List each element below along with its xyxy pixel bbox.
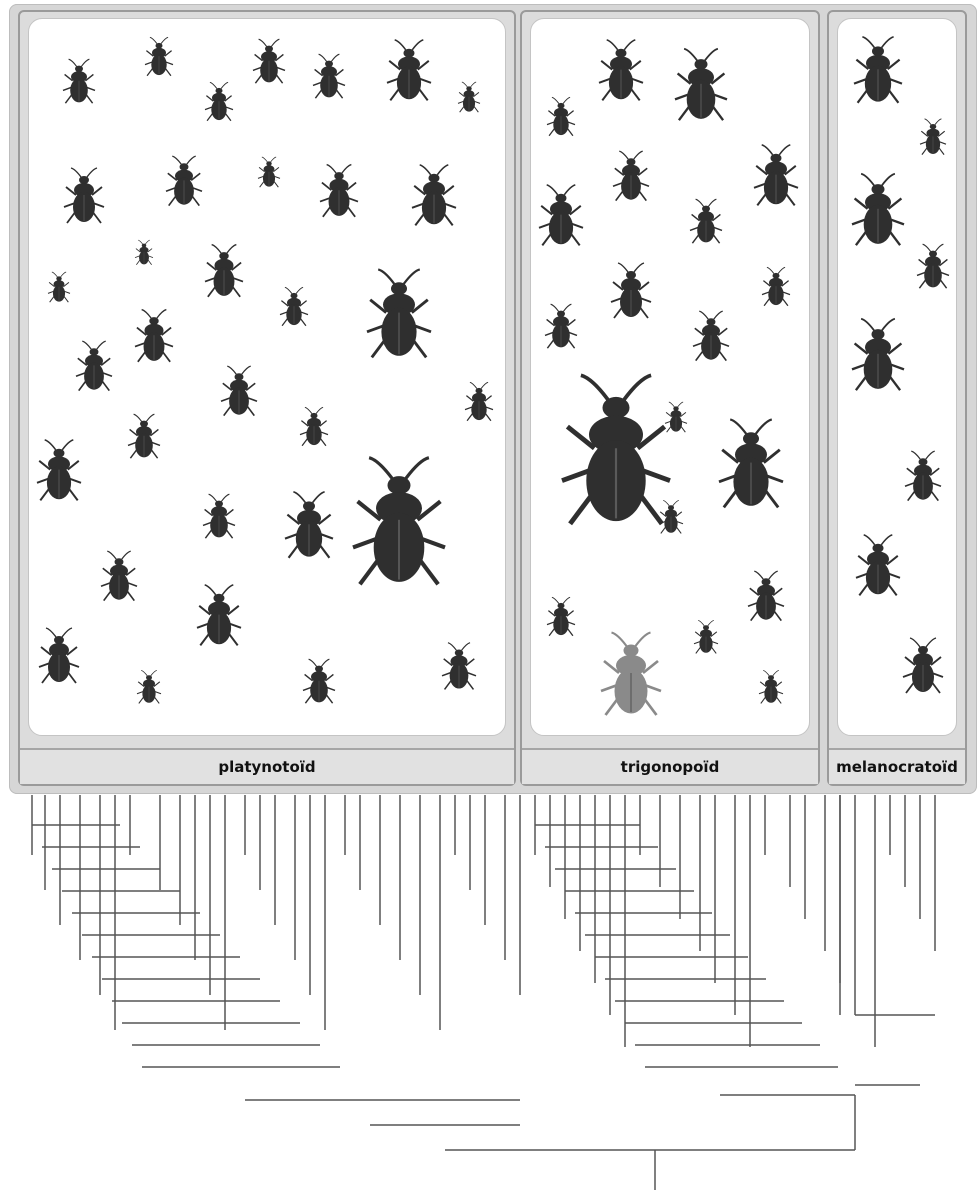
beetle-icon bbox=[854, 37, 902, 103]
beetle-icon bbox=[613, 151, 649, 201]
clade-frame: platynotoïd trigonopoïd melanocratoïd bbox=[9, 4, 977, 794]
beetle-icon bbox=[545, 304, 577, 348]
beetle-icon bbox=[285, 492, 333, 558]
beetle-icon bbox=[903, 638, 943, 693]
beetle-icon bbox=[412, 165, 456, 226]
beetle-icon bbox=[76, 341, 112, 391]
beetle-icon bbox=[353, 458, 445, 585]
beetle-icon bbox=[611, 263, 651, 318]
trigonopoid-label: trigonopoïd bbox=[522, 748, 818, 784]
beetle-icon bbox=[128, 414, 160, 458]
beetle-icon bbox=[675, 49, 727, 121]
beetle-icon bbox=[762, 267, 790, 306]
beetle-icon bbox=[599, 40, 643, 101]
beetle-icon bbox=[253, 39, 285, 83]
trigonopoid-panel: trigonopoïd bbox=[520, 10, 820, 786]
beetle-icon bbox=[258, 157, 280, 187]
beetle-icon bbox=[137, 670, 161, 703]
beetle-icon bbox=[547, 97, 575, 136]
beetle-icon bbox=[856, 535, 900, 596]
beetle-icon bbox=[920, 119, 946, 155]
platynotoid-beetle-images bbox=[29, 19, 509, 739]
platynotoid-panel: platynotoïd bbox=[18, 10, 516, 786]
platynotoid-specimens bbox=[28, 18, 506, 736]
beetle-icon bbox=[221, 366, 257, 416]
beetle-icon bbox=[205, 245, 243, 297]
beetle-icon bbox=[367, 269, 431, 357]
platynotoid-label: platynotoïd bbox=[20, 748, 514, 784]
beetle-icon bbox=[694, 620, 718, 653]
beetle-icon bbox=[852, 174, 904, 246]
beetle-icon bbox=[465, 382, 493, 421]
beetle-icon bbox=[197, 585, 241, 646]
beetle-icon bbox=[64, 168, 104, 223]
beetle-icon bbox=[300, 407, 328, 446]
beetle-icon bbox=[39, 628, 79, 683]
beetle-icon bbox=[539, 185, 583, 246]
beetle-icon bbox=[313, 54, 345, 98]
beetle-icon bbox=[63, 59, 95, 103]
beetle-icon bbox=[748, 571, 784, 621]
melanocratoid-specimens bbox=[837, 18, 957, 736]
beetle-icon bbox=[562, 375, 670, 524]
melanocratoid-label: melanocratoïd bbox=[829, 748, 965, 784]
beetle-icon bbox=[205, 82, 233, 121]
beetle-icon bbox=[442, 643, 476, 690]
beetle-icon bbox=[852, 319, 904, 391]
beetle-icon bbox=[280, 287, 308, 326]
beetle-icon bbox=[759, 670, 783, 703]
beetle-icon bbox=[690, 199, 722, 243]
beetle-icon bbox=[166, 156, 202, 206]
melanocratoid-beetle-images bbox=[838, 19, 960, 739]
beetle-icon bbox=[905, 451, 941, 501]
beetle-icon bbox=[659, 500, 683, 533]
beetle-icon bbox=[203, 494, 235, 538]
beetle-icon bbox=[458, 82, 480, 112]
beetle-icon bbox=[693, 311, 729, 361]
beetle-icon bbox=[135, 240, 153, 265]
trigonopoid-beetle-images bbox=[531, 19, 813, 739]
beetle-icon bbox=[387, 40, 431, 101]
trigonopoid-specimens bbox=[530, 18, 810, 736]
beetle-icon bbox=[754, 145, 798, 206]
beetle-icon bbox=[303, 659, 335, 703]
melanocratoid-panel: melanocratoïd bbox=[827, 10, 967, 786]
beetle-icon bbox=[320, 165, 358, 217]
beetle-icon bbox=[145, 37, 173, 76]
beetle-icon bbox=[135, 310, 173, 362]
beetle-icon bbox=[37, 440, 81, 501]
beetle-icon bbox=[101, 551, 137, 601]
beetle-icon bbox=[719, 419, 783, 507]
cladogram bbox=[0, 795, 977, 1191]
beetle-icon bbox=[48, 272, 70, 302]
beetle-icon bbox=[601, 633, 661, 716]
beetle-icon bbox=[547, 597, 575, 636]
beetle-icon bbox=[917, 244, 949, 288]
beetle-icon bbox=[665, 402, 687, 432]
